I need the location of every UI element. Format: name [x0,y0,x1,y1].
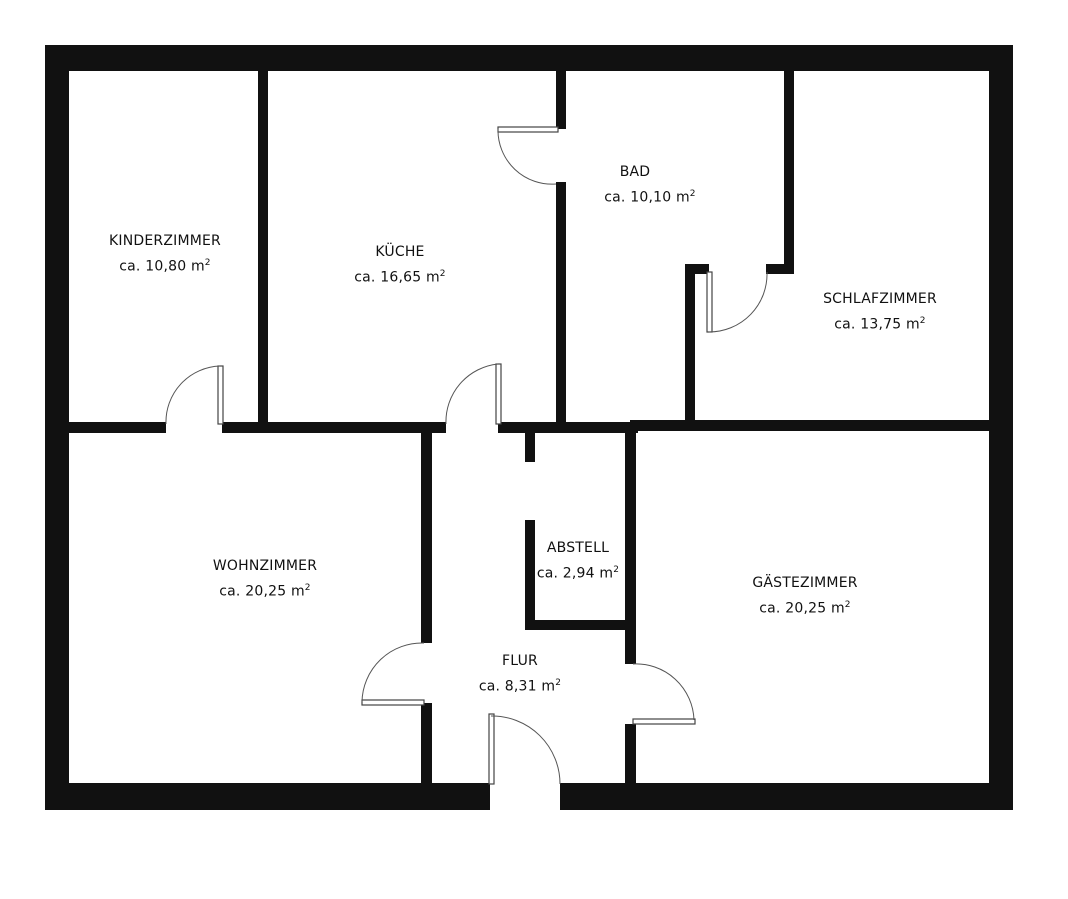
wall-kueche-bad-upper [556,71,566,129]
room-area: ca. 2,94 m2 [536,565,620,582]
door-wohnzimmer [361,642,425,706]
outer-wall-top [45,45,1013,71]
room-name: SCHLAFZIMMER [823,291,937,307]
door-gaestezimmer [632,663,696,725]
interior-walls [69,71,989,785]
doors [165,126,768,785]
wall-mid-flur-center [498,422,638,433]
door-bad-inner [706,271,768,333]
room-area: ca. 10,10 m2 [604,189,696,206]
outer-wall-left [45,45,69,810]
room-area: ca. 13,75 m2 [834,316,926,333]
room-area: ca. 8,31 m2 [478,678,562,695]
outer-wall-bottom-left [45,783,490,810]
outer-walls [45,45,1013,810]
room-label-kinderzimmer: KINDERZIMMER ca. 10,80 m2 [70,230,260,278]
wall-kinder-kueche [258,71,268,429]
wall-abstell-bottom [525,620,635,630]
room-area: ca. 10,80 m2 [119,258,211,275]
door-bad [497,126,559,185]
room-label-kueche: KÜCHE ca. 16,65 m2 [300,241,500,289]
room-name: BAD [619,164,651,180]
room-name: WOHNZIMMER [212,558,318,574]
room-area: ca. 16,65 m2 [354,269,446,286]
wall-flur-gaeste-upper [625,429,636,664]
wall-wohn-flur-lower [421,703,432,785]
outer-wall-bottom-right [560,783,1013,810]
wall-flur-gaeste-lower [625,724,636,785]
room-label-wohnzimmer: WOHNZIMMER ca. 20,25 m2 [160,555,370,603]
room-area: ca. 20,25 m2 [759,600,851,617]
room-label-schlafzimmer: SCHLAFZIMMER ca. 13,75 m2 [780,288,980,336]
room-area: ca. 20,25 m2 [219,583,311,600]
room-label-abstell: ABSTELL ca. 2,94 m2 [532,537,624,585]
door-entrance [488,713,561,785]
wall-bad-schlaf-upper [784,71,794,273]
wall-kueche-bad-lower [556,182,566,429]
outer-wall-right [989,45,1013,810]
room-name: KINDERZIMMER [109,233,221,249]
wall-mid-kinder-left [69,422,166,433]
wall-bad-stub-left [685,264,709,274]
wall-mid-right [630,420,989,431]
wall-abstell-left [525,520,535,630]
room-label-bad: BAD ca. 10,10 m2 [550,161,750,209]
room-name: FLUR [502,653,538,669]
wall-bad-schlaf-lower [685,264,695,429]
room-name: GÄSTEZIMMER [752,575,858,591]
wall-flur-stub [525,429,535,462]
door-kueche [445,363,502,425]
wall-mid-kinder-right [222,422,446,433]
room-name: KÜCHE [375,244,425,260]
room-name: ABSTELL [546,540,610,556]
door-kinderzimmer [165,365,224,425]
room-label-flur: FLUR ca. 8,31 m2 [440,650,600,698]
wall-bad-stub-right [766,264,794,274]
wall-wohn-flur-upper [421,429,432,643]
room-label-gaestezimmer: GÄSTEZIMMER ca. 20,25 m2 [700,572,910,620]
